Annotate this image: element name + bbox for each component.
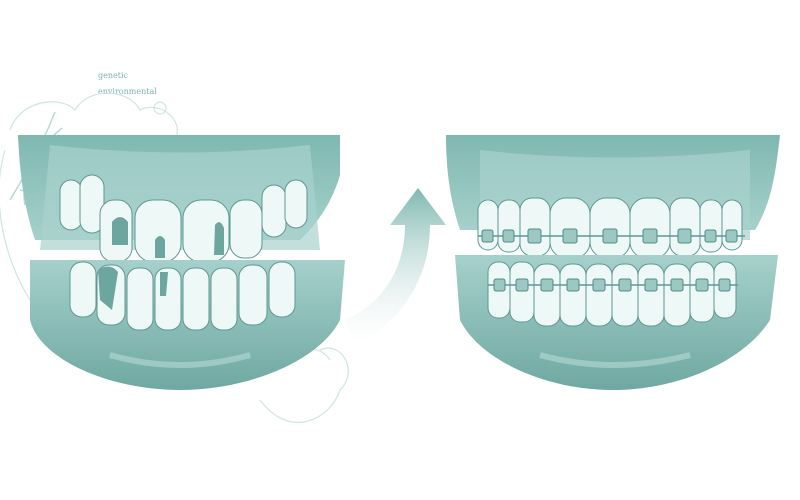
environmental-label: environmental (98, 87, 157, 96)
jaw-before (18, 135, 345, 390)
brackets-upper (481, 228, 738, 244)
jaw-after (446, 135, 780, 390)
transition-arrow-icon (345, 188, 446, 345)
genetic-label: genetic (98, 71, 128, 80)
brackets-lower (493, 278, 731, 292)
